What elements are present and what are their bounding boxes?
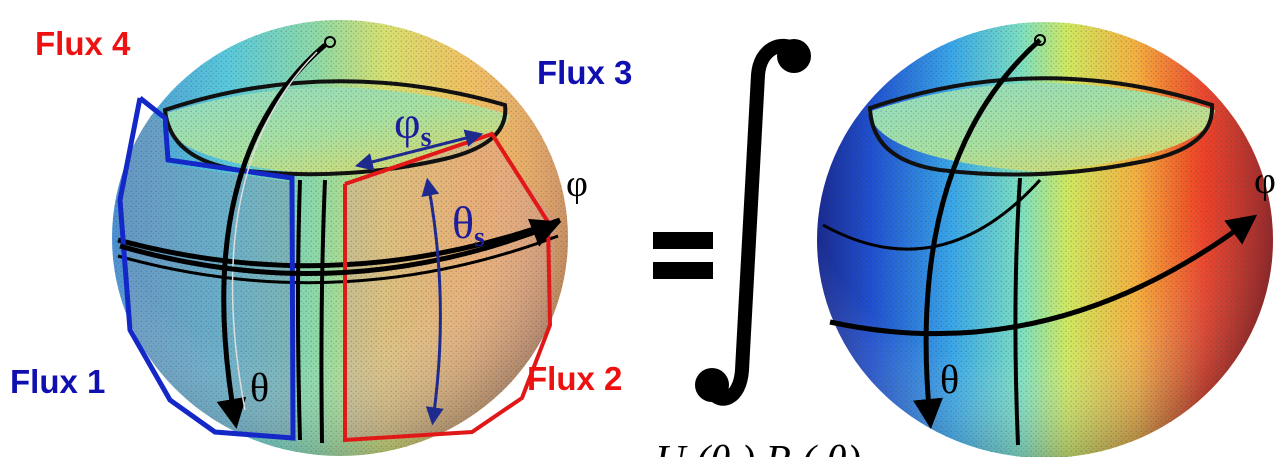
equals-sign	[653, 232, 713, 279]
phi-s-base: φ	[394, 97, 421, 148]
phi-right-label: φ	[1254, 162, 1276, 200]
integral-bottom-bulb	[695, 368, 729, 402]
flux1-label: Flux 1	[10, 365, 105, 398]
integral-sign	[695, 39, 811, 402]
equals-bar-bottom	[653, 262, 713, 279]
flux2-label: Flux 2	[527, 362, 622, 395]
phi-s-subscript: s	[421, 122, 432, 153]
right-sphere-shading	[817, 22, 1273, 457]
left-meridian-a	[298, 180, 300, 440]
phi-s-label: φs	[394, 100, 431, 152]
formula-partial: U (θ ) R ( θ)	[655, 440, 861, 457]
theta-s-base: θ	[452, 197, 474, 248]
phi-label: φ	[566, 165, 588, 203]
theta-label: θ	[250, 368, 269, 408]
theta-s-label: θs	[452, 200, 485, 252]
right-sphere	[800, 0, 1280, 457]
left-sphere	[100, 0, 580, 457]
theta-s-subscript: s	[474, 222, 485, 253]
equals-bar-top	[653, 232, 713, 249]
integral-stroke	[712, 46, 795, 399]
integral-top-bulb	[777, 39, 811, 73]
flux3-label: Flux 3	[537, 56, 632, 89]
theta-right-label: θ	[940, 360, 959, 400]
flux4-label: Flux 4	[35, 27, 130, 60]
